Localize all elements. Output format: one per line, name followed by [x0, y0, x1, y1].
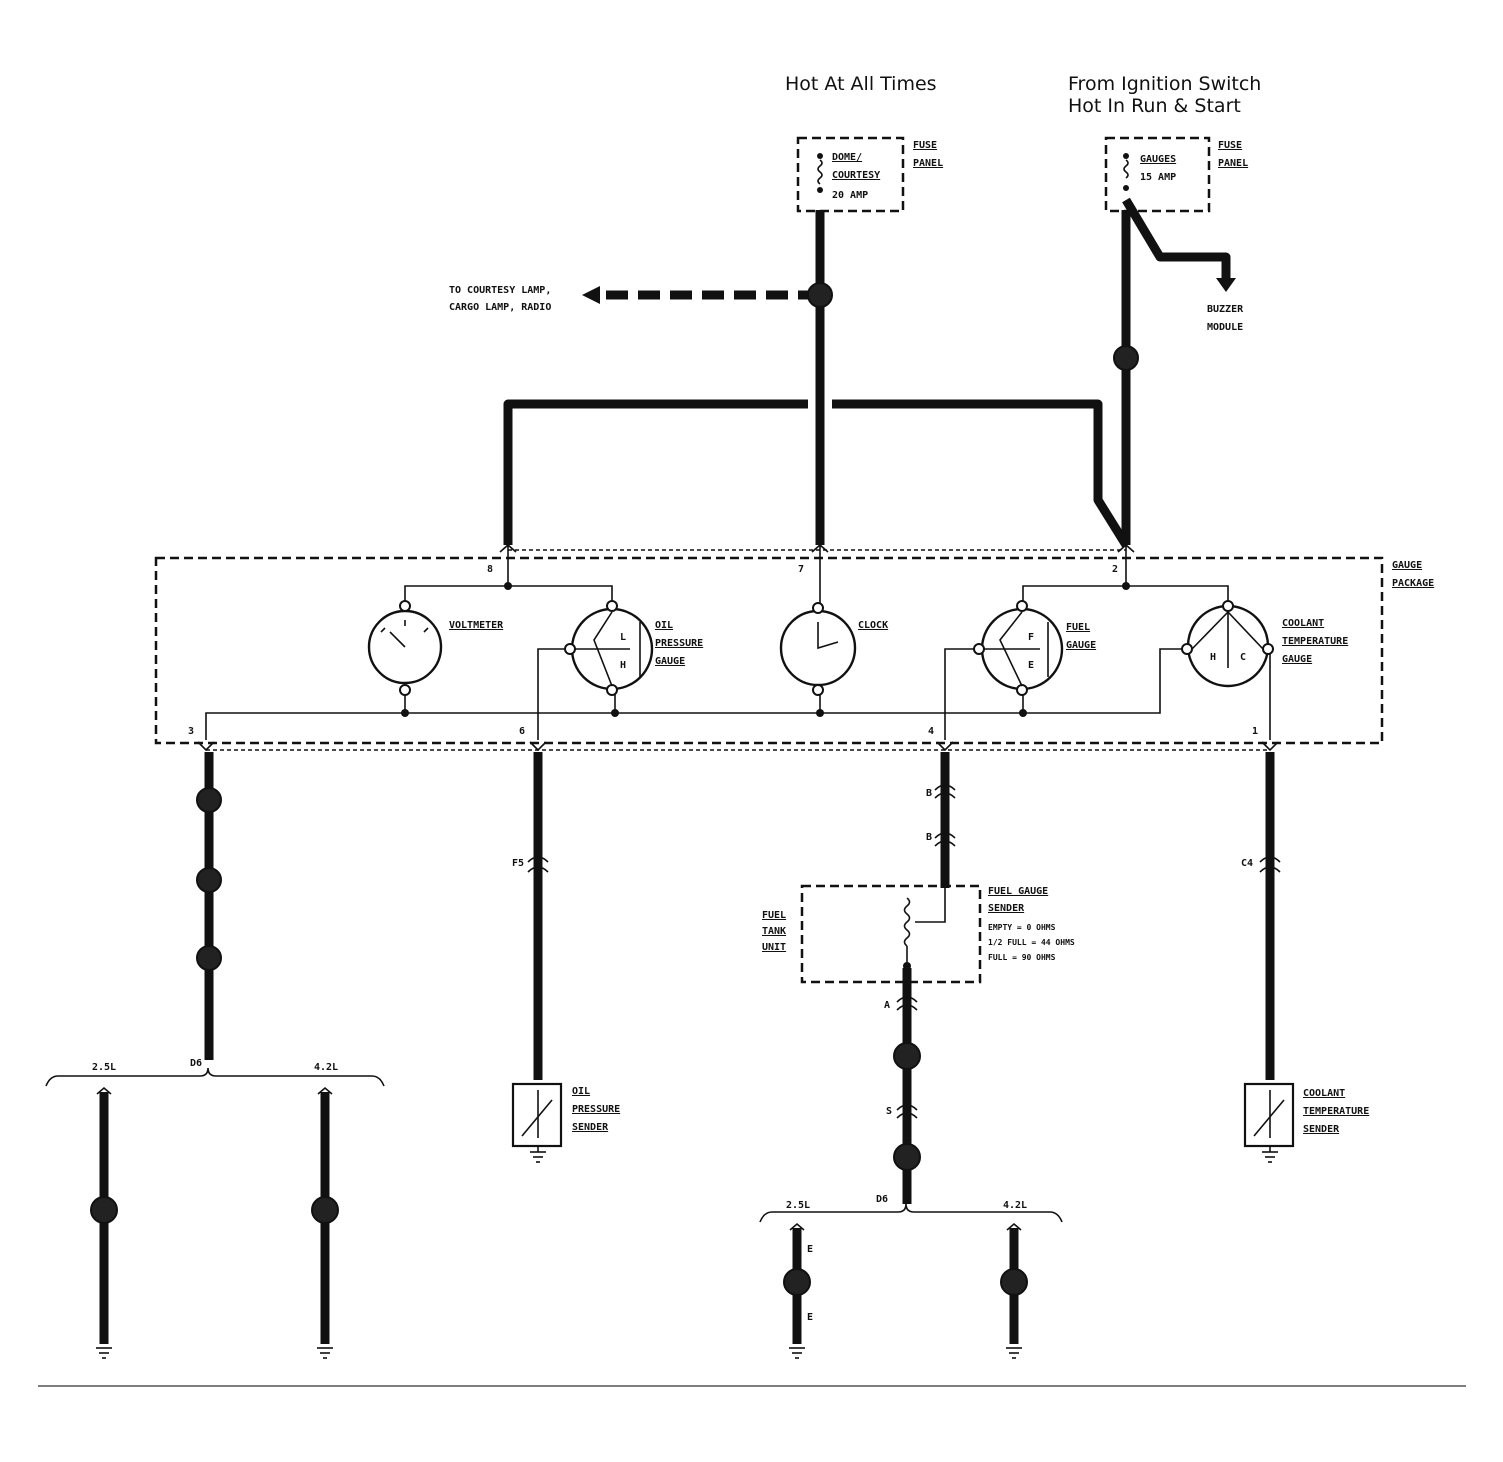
coolant-sender-label-2: TEMPERATURE: [1303, 1106, 1369, 1117]
splice-gauges: [1113, 345, 1139, 371]
hot-at-all-times-label: Hot At All Times: [785, 73, 937, 95]
courtesy-feed-line1: TO COURTESY LAMP,: [449, 285, 551, 296]
pin-connectors-bottom: [197, 741, 1279, 752]
coolant-sender-label-1: COOLANT: [1303, 1088, 1345, 1099]
coolant-gauge-label-1: COOLANT: [1282, 618, 1324, 629]
connector-b-lower: B: [926, 832, 932, 843]
gauges-fuse-name: GAUGES: [1140, 154, 1176, 165]
oil-sender-label-2: PRESSURE: [572, 1104, 620, 1115]
svg-text:H: H: [620, 660, 626, 671]
fuse-panel-label-1: FUSE: [913, 140, 937, 151]
fuel-sender-circuit: [759, 752, 1063, 1359]
fuel-tank-unit-3: UNIT: [762, 942, 786, 953]
oil-gauge-label-1: OIL: [655, 620, 673, 631]
clock-gauge: [779, 602, 857, 696]
coolant-sender-label-3: SENDER: [1303, 1124, 1340, 1135]
oil-sender-label-1: OIL: [572, 1086, 590, 1097]
buzzer-line1: BUZZER: [1207, 304, 1244, 315]
svg-text:H: H: [1210, 652, 1216, 663]
fuse-panel-label-2: PANEL: [913, 158, 943, 169]
internal-junctions: [401, 582, 1130, 717]
pin-6: 6: [519, 726, 525, 737]
pin-connectors-top: [499, 543, 1135, 610]
connector-b-upper: B: [926, 788, 932, 799]
gauge-package-label-1: GAUGE: [1392, 560, 1422, 571]
pin-1: 1: [1252, 726, 1258, 737]
connector-d6-right: D6: [876, 1194, 888, 1205]
coolant-gauge-label-3: GAUGE: [1282, 654, 1312, 665]
oil-gauge-label-2: PRESSURE: [655, 638, 703, 649]
internal-wiring: [205, 585, 1271, 740]
fuse-panel-label-4: PANEL: [1218, 158, 1248, 169]
coolant-gauge-label-2: TEMPERATURE: [1282, 636, 1348, 647]
coolant-temperature-gauge: H C: [1181, 600, 1274, 688]
engine-right-a: 2.5L: [786, 1200, 810, 1211]
fuel-tank-unit-1: FUEL: [762, 910, 786, 921]
engine-left-a: 2.5L: [92, 1062, 116, 1073]
svg-text:C: C: [1240, 652, 1246, 663]
fuel-sender-spec-empty: EMPTY = 0 OHMS: [988, 923, 1056, 932]
svg-text:E: E: [1028, 660, 1034, 671]
gauge-package-label-2: PACKAGE: [1392, 578, 1434, 589]
gauge-package-box: [154, 556, 1384, 745]
voltmeter-gauge: [367, 600, 443, 696]
connector-a: A: [884, 1000, 890, 1011]
fuel-sender-title-2: SENDER: [988, 903, 1025, 914]
connector-e-lower: E: [807, 1312, 813, 1323]
fuel-sender-spec-half: 1/2 FULL = 44 OHMS: [988, 938, 1075, 947]
pin-4: 4: [928, 726, 934, 737]
pin-2: 2: [1112, 564, 1118, 575]
oil-gauge-label-3: GAUGE: [655, 656, 685, 667]
courtesy-feed-line2: CARGO LAMP, RADIO: [449, 302, 551, 313]
connector-e-upper: E: [807, 1244, 813, 1255]
gauges-fuse: GAUGES 15 AMP: [1104, 136, 1211, 213]
ignition-supply-line1: From Ignition Switch: [1068, 73, 1261, 95]
fuel-gauge-label-1: FUEL: [1066, 622, 1090, 633]
pin-3: 3: [188, 726, 194, 737]
fuel-sender-title-1: FUEL GAUGE: [988, 886, 1048, 897]
fuel-sender-spec-full: FULL = 90 OHMS: [988, 953, 1056, 962]
courtesy-arrow-icon: [582, 286, 600, 304]
connector-d6-left: D6: [190, 1058, 202, 1069]
clock-label: CLOCK: [858, 620, 888, 631]
fuse-rating: 20 AMP: [832, 190, 868, 201]
svg-text:F: F: [1028, 632, 1034, 643]
gauges-fuse-rating: 15 AMP: [1140, 172, 1176, 183]
oil-sender-circuit: [511, 752, 563, 1163]
ignition-supply-line2: Hot In Run & Start: [1068, 95, 1241, 117]
coolant-sender-circuit: [1243, 752, 1295, 1163]
fuse-name-line2: COURTESY: [832, 170, 880, 181]
connector-c4: C4: [1241, 858, 1253, 869]
engine-left-b: 4.2L: [314, 1062, 338, 1073]
fuel-gauge-label-2: GAUGE: [1066, 640, 1096, 651]
connector-f5: F5: [512, 858, 524, 869]
svg-text:L: L: [620, 632, 626, 643]
fuse-name-line1: DOME/: [832, 152, 862, 163]
fuel-gauge: F E: [973, 600, 1064, 696]
power-wires: [503, 197, 1231, 548]
connector-s: S: [886, 1106, 892, 1117]
oil-sender-label-3: SENDER: [572, 1122, 609, 1133]
pin-8: 8: [487, 564, 493, 575]
dome-courtesy-fuse: DOME/ COURTESY 20 AMP: [796, 136, 905, 213]
engine-right-b: 4.2L: [1003, 1200, 1027, 1211]
oil-pressure-gauge: L H: [564, 600, 654, 696]
buzzer-arrow-icon: [1216, 278, 1236, 292]
pin-7: 7: [798, 564, 804, 575]
voltmeter-label: VOLTMETER: [449, 620, 504, 631]
splice-dome: [807, 282, 833, 308]
voltmeter-ground-circuit: [45, 752, 385, 1359]
buzzer-line2: MODULE: [1207, 322, 1243, 333]
fuel-tank-unit-2: TANK: [762, 926, 786, 937]
fuse-panel-label-3: FUSE: [1218, 140, 1242, 151]
